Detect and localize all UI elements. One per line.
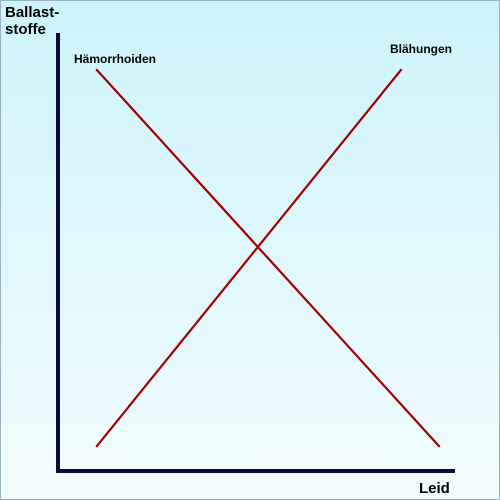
series-layer <box>95 68 441 448</box>
y-axis-label-line-1: Ballast- <box>5 4 59 21</box>
series-line-blaehungen <box>95 68 403 448</box>
axes <box>56 33 455 473</box>
y-axis-label-line-2: stoffe <box>5 21 46 38</box>
x-axis-label: Leid <box>419 480 450 497</box>
series-label-blaehungen: Blähungen <box>390 42 452 56</box>
series-label-haemorrhoiden: Hämorrhoiden <box>74 52 156 66</box>
series-line-haemorrhoiden <box>95 68 441 448</box>
